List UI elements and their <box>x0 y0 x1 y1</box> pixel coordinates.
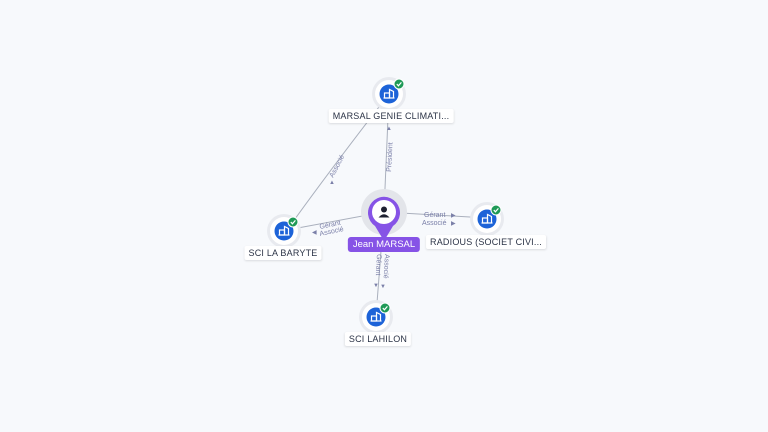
company-node-radious[interactable] <box>470 202 504 236</box>
edge-label-president: Président <box>386 142 395 172</box>
company-label-marsal[interactable]: MARSAL GENIE CLIMATI... <box>328 109 454 123</box>
building-icon <box>383 88 395 99</box>
company-node-baryte[interactable] <box>267 214 301 248</box>
arrow-icon: ◀ <box>312 230 317 236</box>
person-label[interactable]: Jean MARSAL <box>347 237 421 252</box>
building-icon <box>370 311 382 322</box>
edge-label-gerant-radious: Gérant <box>424 212 445 219</box>
edge-label-associe-lahilon: Associé <box>382 254 390 279</box>
edge-label-gerant-lahilon: Gérant <box>374 254 382 276</box>
building-icon <box>278 225 290 236</box>
check-badge-icon <box>287 216 299 228</box>
company-node-marsal[interactable] <box>372 77 406 111</box>
arrow-icon: ▲ <box>386 126 392 132</box>
arrow-icon: ▼ <box>380 284 386 290</box>
company-label-lahilon[interactable]: SCI LAHILON <box>344 332 412 346</box>
edge-label-associe-baryte-marsal: Associé <box>329 154 347 179</box>
building-icon <box>481 213 493 224</box>
company-label-radious[interactable]: RADIOUS (SOCIET CIVI... <box>426 235 546 249</box>
person-node[interactable] <box>361 189 407 241</box>
edge-label-associe-baryte: Associé <box>319 226 345 238</box>
check-badge-icon <box>490 204 502 216</box>
arrow-icon: ▶ <box>451 221 456 227</box>
edge-label-associe-radious: Associé <box>422 220 447 227</box>
check-badge-icon <box>393 78 405 90</box>
edge-label-gerant-baryte: Gérant <box>319 220 341 231</box>
arrow-icon: ▲ <box>329 180 335 186</box>
user-icon <box>378 206 390 218</box>
company-node-lahilon[interactable] <box>359 300 393 334</box>
check-badge-icon <box>379 302 391 314</box>
arrow-icon: ▼ <box>373 283 379 289</box>
arrow-icon: ▶ <box>451 213 456 219</box>
company-label-baryte[interactable]: SCI LA BARYTE <box>244 246 322 260</box>
